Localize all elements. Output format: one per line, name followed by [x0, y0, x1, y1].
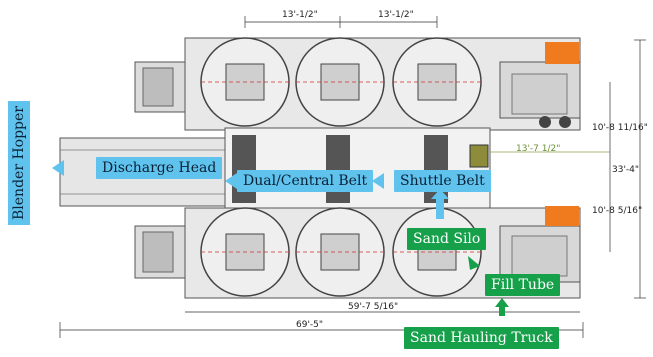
dual-central-belt-label: Dual/Central Belt	[237, 170, 374, 192]
fill-tube-label: Fill Tube	[485, 274, 561, 296]
dim-bottom-total: 69'-5"	[296, 320, 324, 330]
dim-top-spacing-2: 13'-1/2"	[378, 10, 414, 20]
orange-unit-upper	[545, 42, 579, 64]
arrow-to-discharge-icon	[225, 173, 237, 189]
dim-right-upper: 10'-8 11/16"	[592, 123, 648, 133]
arrow-up-shuttle-icon	[431, 189, 449, 199]
upper-silos	[200, 37, 482, 127]
dim-center-gap: 13'-7 1/2"	[516, 144, 561, 154]
orange-unit-lower	[545, 206, 579, 226]
blender-hopper-label: Blender Hopper	[8, 101, 30, 225]
flow-arrows	[52, 160, 509, 316]
dim-bottom-inner: 59'-7 5/16"	[348, 302, 399, 312]
sand-hauling-truck-label: Sand Hauling Truck	[404, 327, 559, 349]
lower-silos	[200, 207, 482, 297]
arrow-up-truck-icon	[495, 298, 509, 307]
dim-right-lower: 10'-8 5/16"	[592, 206, 643, 216]
dim-top-spacing-1: 13'-1/2"	[282, 10, 318, 20]
discharge-head-label: Discharge Head	[96, 157, 223, 179]
sand-silo-label: Sand Silo	[407, 228, 487, 250]
arrow-fill-tube-icon	[468, 256, 480, 270]
arrow-to-central-belt-icon	[372, 173, 384, 189]
shuttle-belt-label: Shuttle Belt	[394, 170, 491, 192]
arrow-to-blender-icon	[52, 160, 64, 176]
dim-right-total: 33'-4"	[612, 165, 640, 175]
